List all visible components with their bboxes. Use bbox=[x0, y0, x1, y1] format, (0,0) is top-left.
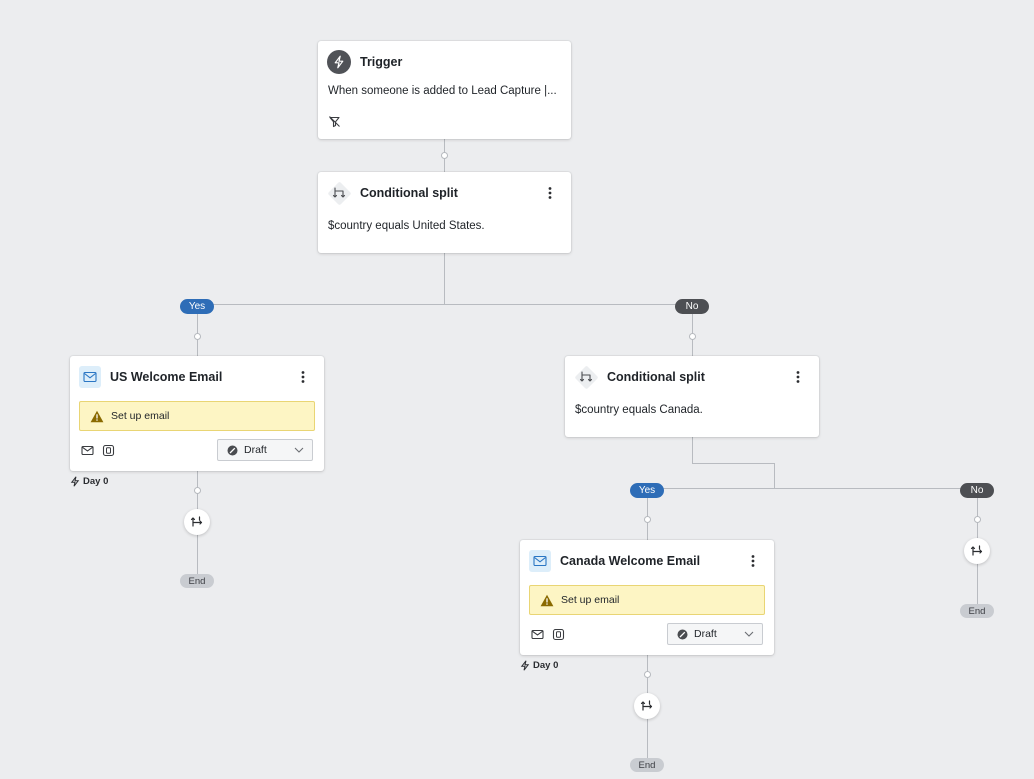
delay-text: Day 0 bbox=[533, 660, 559, 671]
kebab-menu-icon[interactable] bbox=[296, 370, 310, 384]
status-dropdown[interactable]: Draft bbox=[217, 439, 313, 461]
kebab-menu-icon[interactable] bbox=[746, 554, 760, 568]
split-arrows-icon bbox=[327, 181, 351, 205]
conditional-split-card-1[interactable]: Conditional split $country equals United… bbox=[318, 172, 571, 253]
end-marker: End bbox=[960, 604, 994, 618]
setup-email-warning[interactable]: Set up email bbox=[79, 401, 315, 431]
email-us-title: US Welcome Email bbox=[110, 370, 223, 384]
connector-dot bbox=[644, 516, 651, 523]
connector-dot bbox=[441, 152, 448, 159]
connector-dot bbox=[689, 333, 696, 340]
warning-label: Set up email bbox=[111, 410, 170, 422]
kebab-menu-icon[interactable] bbox=[791, 370, 805, 384]
setup-email-warning[interactable]: Set up email bbox=[529, 585, 765, 615]
connector-dot bbox=[194, 487, 201, 494]
connector-dot bbox=[194, 333, 201, 340]
status-dropdown[interactable]: Draft bbox=[667, 623, 763, 645]
draft-status-icon bbox=[677, 629, 688, 639]
mail-icon bbox=[79, 366, 101, 388]
add-step-icon bbox=[970, 545, 983, 556]
delay-label: Day 0 bbox=[70, 476, 108, 487]
status-label: Draft bbox=[244, 444, 267, 456]
trigger-description: When someone is added to Lead Capture |.… bbox=[328, 85, 557, 97]
lightning-icon bbox=[520, 660, 530, 671]
branch-no-pill: No bbox=[960, 483, 994, 498]
email-card-canada[interactable]: Canada Welcome Email Set up email Draft bbox=[520, 540, 774, 655]
add-step-icon bbox=[190, 516, 203, 527]
filter-off-icon[interactable] bbox=[328, 115, 341, 128]
add-step-button[interactable] bbox=[964, 538, 990, 564]
status-label: Draft bbox=[694, 628, 717, 640]
add-step-icon bbox=[640, 700, 653, 711]
mail-small-icon bbox=[81, 444, 94, 457]
branch-no-pill: No bbox=[675, 299, 709, 314]
chevron-down-icon bbox=[744, 631, 754, 637]
add-step-button[interactable] bbox=[634, 693, 660, 719]
add-step-button[interactable] bbox=[184, 509, 210, 535]
email-ca-title: Canada Welcome Email bbox=[560, 554, 701, 568]
lightning-icon bbox=[327, 50, 351, 74]
split-1-title: Conditional split bbox=[360, 186, 458, 200]
lightning-icon bbox=[70, 476, 80, 487]
branch-yes-pill: Yes bbox=[630, 483, 664, 498]
warning-triangle-icon bbox=[90, 410, 104, 422]
connector-dot bbox=[644, 671, 651, 678]
kebab-menu-icon[interactable] bbox=[543, 186, 557, 200]
chevron-down-icon bbox=[294, 447, 304, 453]
copy-icon[interactable] bbox=[552, 628, 565, 641]
end-marker: End bbox=[630, 758, 664, 772]
draft-status-icon bbox=[227, 445, 238, 455]
trigger-card[interactable]: Trigger When someone is added to Lead Ca… bbox=[318, 41, 571, 139]
connector-dot bbox=[974, 516, 981, 523]
delay-text: Day 0 bbox=[83, 476, 109, 487]
split-2-condition: $country equals Canada. bbox=[575, 404, 703, 416]
split-2-title: Conditional split bbox=[607, 370, 705, 384]
mail-small-icon bbox=[531, 628, 544, 641]
split-1-condition: $country equals United States. bbox=[328, 220, 485, 232]
delay-label: Day 0 bbox=[520, 660, 558, 671]
end-marker: End bbox=[180, 574, 214, 588]
warning-label: Set up email bbox=[561, 594, 620, 606]
branch-yes-pill: Yes bbox=[180, 299, 214, 314]
conditional-split-card-2[interactable]: Conditional split $country equals Canada… bbox=[565, 356, 819, 437]
trigger-title: Trigger bbox=[360, 55, 403, 69]
copy-icon[interactable] bbox=[102, 444, 115, 457]
email-card-us[interactable]: US Welcome Email Set up email Draft bbox=[70, 356, 324, 471]
warning-triangle-icon bbox=[540, 594, 554, 606]
split-arrows-icon bbox=[574, 365, 598, 389]
mail-icon bbox=[529, 550, 551, 572]
